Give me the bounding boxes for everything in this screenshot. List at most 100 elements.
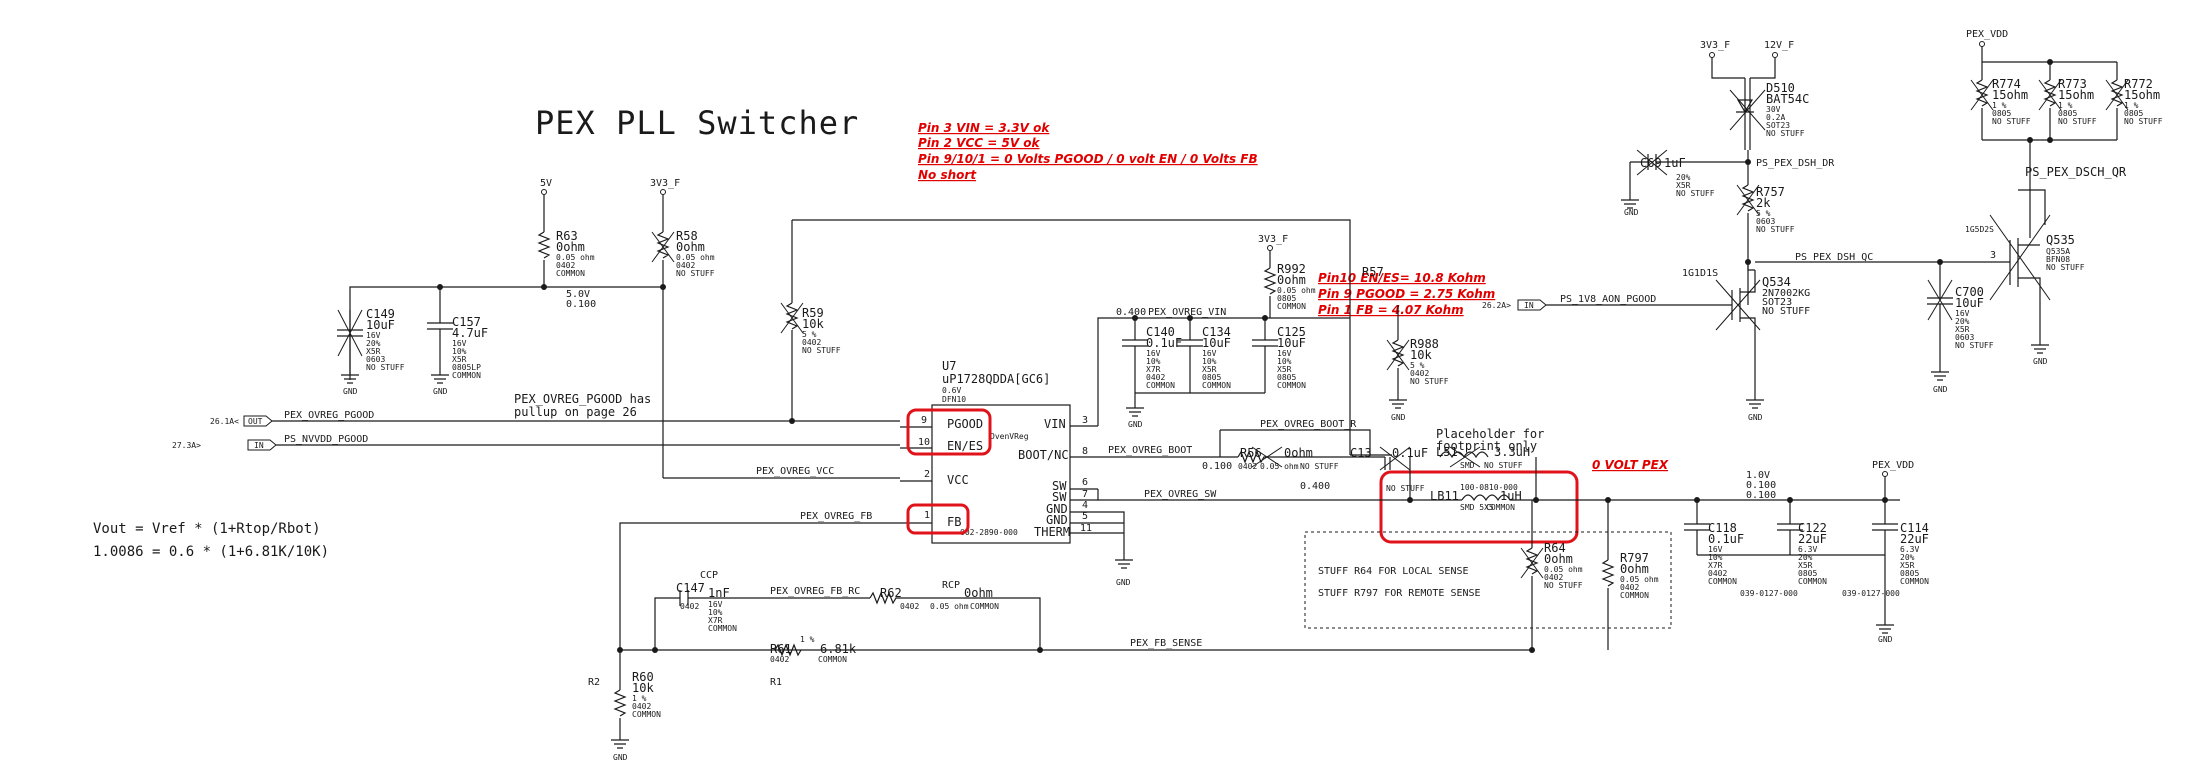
component-value: 0.1uF (1708, 532, 1744, 546)
component-ref: R757 (1756, 185, 1785, 199)
component-detail: COMMON (818, 655, 847, 664)
capacitor-c147 (679, 590, 689, 606)
junction (1787, 497, 1793, 503)
rail-label: PEX_VDD (1966, 29, 2008, 40)
component-detail: X5R (1676, 181, 1691, 190)
ic-part: uP1728QDDA[GC6] (942, 372, 1050, 386)
component-detail: 0402 (1146, 373, 1165, 382)
net-label: PEX_OVREG_PGOOD (284, 410, 374, 421)
resistor-r774 (1975, 79, 1989, 107)
junction (660, 284, 666, 290)
stuff-note: STUFF R64 FOR LOCAL SENSE (1318, 566, 1469, 577)
component-value: 22uF (1900, 532, 1929, 546)
gnd-label: GND (1391, 413, 1406, 422)
net-label: PS_NVVDD_PGOOD (284, 434, 368, 445)
offpage-ref: 27.3A> (172, 441, 201, 450)
rail-label: 3V3_F (650, 178, 680, 189)
offpage-connector-in (247, 439, 277, 451)
gnd-label: GND (2033, 357, 2048, 366)
voltage-label: 1.0V (1746, 470, 1770, 481)
component-detail: 0603 (366, 355, 385, 364)
page-title: PEX PLL Switcher (535, 104, 859, 142)
component-detail: 0.05 ohm (676, 253, 715, 262)
debug-note: Pin 9/10/1 = 0 Volts PGOOD / 0 volt EN /… (918, 152, 1258, 166)
component-detail: COMMON (1708, 577, 1737, 586)
resistance-note: Pin10 EN/ES= 10.8 Kohm (1318, 271, 1486, 285)
debug-note: No short (918, 168, 977, 182)
gnd-symbol (341, 356, 359, 384)
pullup-note: pullup on page 26 (514, 405, 637, 419)
component-detail: 1 % (632, 694, 647, 703)
rail-terminal (1267, 245, 1273, 251)
pin-name: SW (1052, 490, 1067, 504)
component-ref: R62 (880, 586, 902, 600)
component-value: 0.1uF (1392, 446, 1428, 460)
junction (789, 418, 795, 424)
component-detail: 0805LP (452, 363, 481, 372)
component-detail: 10% (708, 608, 723, 617)
gnd-symbol (1126, 392, 1265, 417)
rail-label: 12V_F (1764, 40, 1794, 51)
voltage-label: 0.400 (1116, 307, 1146, 318)
component-detail: 0402 (1544, 573, 1563, 582)
component-value: 0ohm (964, 586, 993, 600)
component-detail: SOT23 (1762, 297, 1792, 308)
offpage-label: IN (254, 441, 264, 450)
component-ref: D510 (1766, 81, 1795, 95)
component-value: 0ohm (676, 240, 705, 254)
component-detail: 16V (1277, 349, 1292, 358)
component-detail: 5 % (1410, 361, 1425, 370)
highlight-inductor (1379, 470, 1579, 544)
component-detail: 0603 (1955, 333, 1974, 342)
component-detail: NO STUFF (2058, 117, 2097, 126)
wire-5v-vcc (544, 286, 664, 478)
component-detail: 10% (1277, 357, 1292, 366)
component-ref: R58 (676, 229, 698, 243)
rail-terminal (1882, 471, 1888, 477)
junction (1694, 497, 1700, 503)
component-ref: C69 (1640, 156, 1662, 170)
component-value: Q535A (2046, 247, 2070, 256)
component-detail: NO STUFF (1544, 581, 1583, 590)
placeholder-note: footprint only (1436, 439, 1537, 453)
rail-terminal (1709, 52, 1715, 58)
offpage-connector-out (243, 415, 273, 427)
component-detail: 0805 (1992, 109, 2011, 118)
junction (1529, 647, 1535, 653)
junction (541, 284, 547, 290)
component-detail: 0402 (676, 261, 695, 270)
net-label: PEX_OVREG_FB_RC (770, 586, 860, 597)
wire-sw (1097, 489, 1462, 501)
component-ref: C114 (1900, 521, 1929, 535)
capacitor-c157 (427, 287, 453, 384)
voltage-label: 5.0V (566, 289, 590, 300)
component-label: R2 (588, 677, 600, 688)
pin-name: THERM (1034, 525, 1070, 539)
component-detail: 0805 (1277, 373, 1296, 382)
component-detail: 0402 (1238, 462, 1257, 471)
component-detail: 16V (708, 600, 723, 609)
component-detail: COMMON (1798, 577, 1827, 586)
wire-l51 (1409, 457, 1537, 500)
component-ref: R797 (1620, 551, 1649, 565)
gnd-symbol (1098, 511, 1133, 569)
wire-pgood-en (272, 420, 900, 446)
component-detail: 16V (1708, 545, 1723, 554)
component-value: 2k (1756, 196, 1771, 210)
component-detail: NO STUFF (1992, 117, 2031, 126)
component-detail: SOT23 (1766, 121, 1790, 130)
net-label: PEX_OVREG_BOOT (1108, 445, 1192, 456)
rail-terminal (1772, 52, 1778, 58)
component-detail: COMMON (1277, 381, 1306, 390)
no-stuff-mark (2105, 79, 2129, 111)
component-detail: 0.05 ohm (1544, 565, 1583, 574)
component-ref: C149 (366, 307, 395, 321)
junction (1187, 315, 1193, 321)
component-detail: NO STUFF (1766, 129, 1805, 138)
no-stuff-mark (2038, 79, 2062, 111)
gnd-symbol (1697, 554, 1894, 634)
component-value: 6.81k (820, 642, 857, 656)
component-value: 1uF (1664, 156, 1686, 170)
voltage-label: 0.400 (1300, 481, 1330, 492)
component-detail: 0402 (1620, 583, 1639, 592)
